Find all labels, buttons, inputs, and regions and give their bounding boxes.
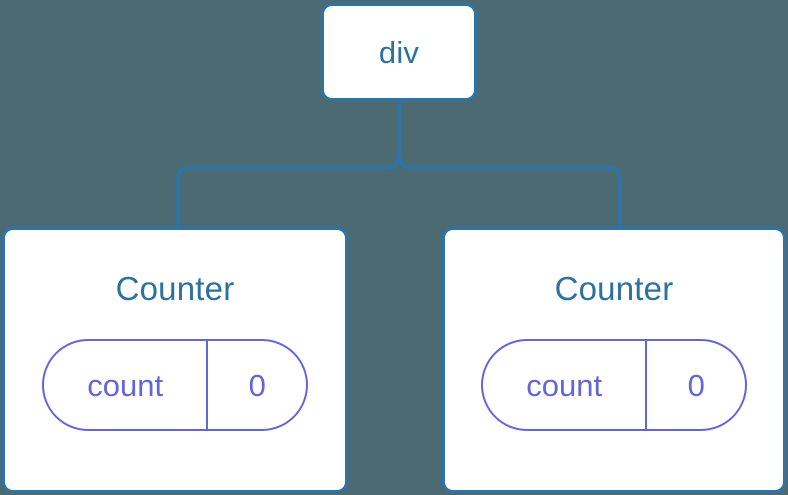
node-counter-right[interactable]: Counter count 0 [442, 227, 786, 493]
state-key-label: count [526, 367, 603, 403]
node-counter-left-label: Counter [115, 270, 235, 307]
connector-to-counter-right [397, 151, 622, 227]
state-value-label: 0 [687, 367, 705, 403]
node-counter-left[interactable]: Counter count 0 [2, 227, 348, 493]
connector-to-counter-left [176, 151, 401, 227]
state-pill-counter-left[interactable]: count 0 [42, 339, 308, 431]
state-key-label: count [87, 367, 164, 403]
state-pill-divider [645, 341, 648, 429]
node-counter-right-label: Counter [554, 270, 674, 307]
state-value-label: 0 [248, 367, 266, 403]
state-pill-divider [206, 341, 209, 429]
state-pill-counter-right[interactable]: count 0 [481, 339, 747, 431]
node-div[interactable]: div [321, 3, 477, 101]
node-div-label: div [378, 34, 420, 70]
